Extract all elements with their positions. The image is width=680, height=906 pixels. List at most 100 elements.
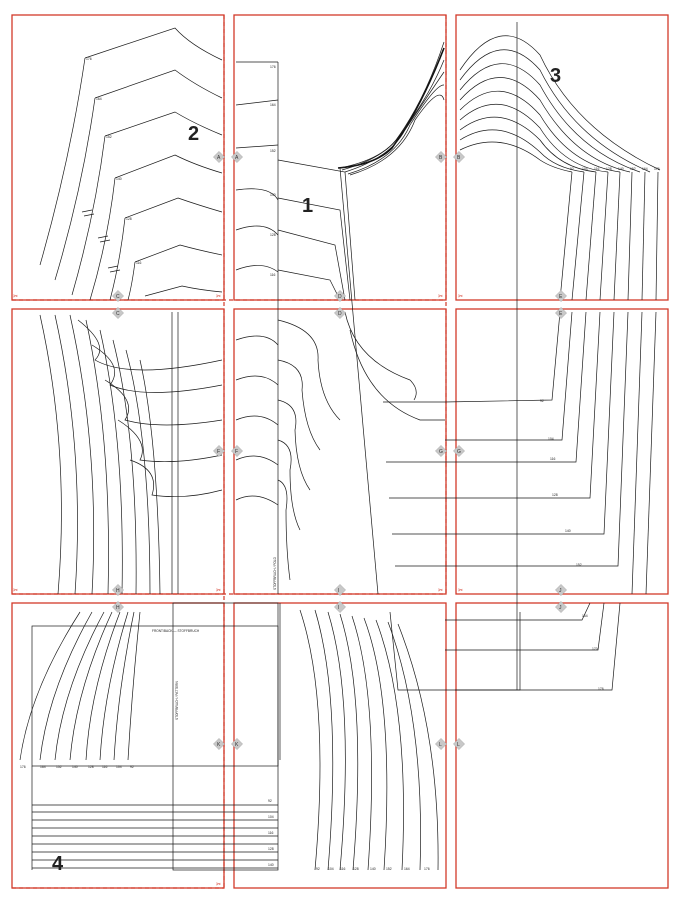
svg-text:E: E	[559, 294, 563, 300]
size-label: 152	[630, 167, 636, 171]
size-label: 92	[130, 765, 134, 769]
size-label: 116	[270, 273, 276, 277]
tile-r1c2	[233, 14, 447, 301]
waist-box-title: FRONT/BACK — STOFFBRUCH	[152, 629, 200, 633]
size-label: 104	[328, 867, 334, 871]
size-label: 140	[618, 167, 624, 171]
size-label: 116	[594, 167, 600, 171]
size-label: 128	[268, 847, 274, 851]
size-label: 176	[598, 687, 604, 691]
scissor-icon: ✂	[13, 587, 18, 594]
size-label: 164	[96, 97, 102, 101]
svg-text:I: I	[338, 588, 339, 594]
size-label: 104	[548, 437, 554, 441]
svg-text:K: K	[217, 742, 221, 748]
size-label: 164	[270, 103, 276, 107]
size-label: 152	[56, 765, 62, 769]
scissor-icon: ✂	[438, 293, 443, 300]
scissor-icon: ✂	[458, 293, 463, 300]
svg-text:I: I	[338, 605, 339, 611]
marker-i: I I	[334, 584, 346, 613]
fold-label: STOFFBRUCH / FOLD	[273, 556, 277, 590]
scissor-icon: ✂	[458, 587, 463, 594]
svg-text:J: J	[559, 588, 562, 594]
piece-2-number: 2	[188, 123, 199, 145]
svg-text:H: H	[116, 605, 120, 611]
size-label: 92	[540, 399, 544, 403]
svg-text:B: B	[457, 155, 461, 161]
piece-3-number: 3	[550, 65, 561, 87]
svg-text:D: D	[338, 311, 342, 317]
svg-text:G: G	[457, 449, 461, 455]
marker-a: A A	[213, 151, 243, 163]
size-label: 170	[592, 647, 598, 651]
marker-l: L L	[435, 738, 465, 750]
svg-text:L: L	[439, 742, 442, 748]
size-label: 176	[424, 867, 430, 871]
size-label: 92	[268, 799, 272, 803]
size-label: 128	[552, 493, 558, 497]
scissor-icon: ✂	[438, 587, 443, 594]
alignment-markers: A A B B C C D D E E	[112, 151, 567, 750]
size-label: 164	[40, 765, 46, 769]
size-label: 176	[654, 167, 660, 171]
marker-d: D D	[334, 290, 346, 319]
piece-1-number: 1	[302, 195, 313, 217]
size-label: 140	[116, 177, 122, 181]
size-label: 116	[340, 867, 346, 871]
size-label: 104	[582, 167, 588, 171]
size-label: 92	[570, 167, 574, 171]
size-label: 140	[268, 863, 274, 867]
size-label: 104	[116, 765, 122, 769]
marker-b: B B	[435, 151, 465, 163]
piece-1-lines	[235, 41, 521, 871]
size-label: 164	[642, 167, 648, 171]
size-label: 140	[270, 193, 276, 197]
svg-text:D: D	[338, 294, 342, 300]
size-label: 152	[106, 135, 112, 139]
svg-text:G: G	[439, 449, 443, 455]
svg-text:C: C	[116, 294, 120, 300]
piece-2-lines	[39, 27, 223, 595]
tile-r3c1	[11, 602, 225, 889]
marker-f: F F	[213, 445, 243, 457]
tile-r2c3	[455, 308, 669, 595]
svg-text:F: F	[217, 449, 220, 455]
svg-text:J: J	[559, 605, 562, 611]
size-label: 140	[72, 765, 78, 769]
svg-text:E: E	[559, 311, 563, 317]
size-label: 176	[20, 765, 26, 769]
marker-e: E E	[555, 290, 567, 319]
size-label: 116	[136, 261, 142, 265]
size-label: 152	[386, 867, 392, 871]
size-label: 152	[270, 149, 276, 153]
piece-4-number: 4	[52, 853, 64, 875]
svg-text:F: F	[235, 449, 238, 455]
size-label: 116	[550, 457, 556, 461]
size-label: 128	[353, 867, 359, 871]
size-label: 128	[606, 167, 612, 171]
marker-h: H H	[112, 584, 124, 613]
svg-text:L: L	[457, 742, 460, 748]
tile-r3c3	[455, 602, 669, 889]
tile-r3c2	[233, 602, 447, 889]
piece-3-lines	[444, 22, 661, 691]
svg-text:B: B	[439, 155, 443, 161]
size-label: 164	[582, 614, 588, 618]
marker-k: K K	[213, 738, 243, 750]
marker-g: G G	[435, 445, 465, 457]
waist-box-sub: STOFFBRUCH / PATTERN	[175, 681, 179, 720]
size-label: 140	[370, 867, 376, 871]
size-label: 116	[102, 765, 108, 769]
marker-j: J J	[555, 584, 567, 613]
svg-text:H: H	[116, 588, 120, 594]
tile-r2c2	[233, 308, 447, 595]
scissor-icon: ✂	[216, 293, 221, 300]
size-label: 140	[565, 529, 571, 533]
size-label: 128	[270, 233, 276, 237]
scissor-icon: ✂	[13, 293, 18, 300]
scissor-icon: ✂	[216, 587, 221, 594]
svg-text:K: K	[235, 742, 239, 748]
size-label: 164	[404, 867, 410, 871]
